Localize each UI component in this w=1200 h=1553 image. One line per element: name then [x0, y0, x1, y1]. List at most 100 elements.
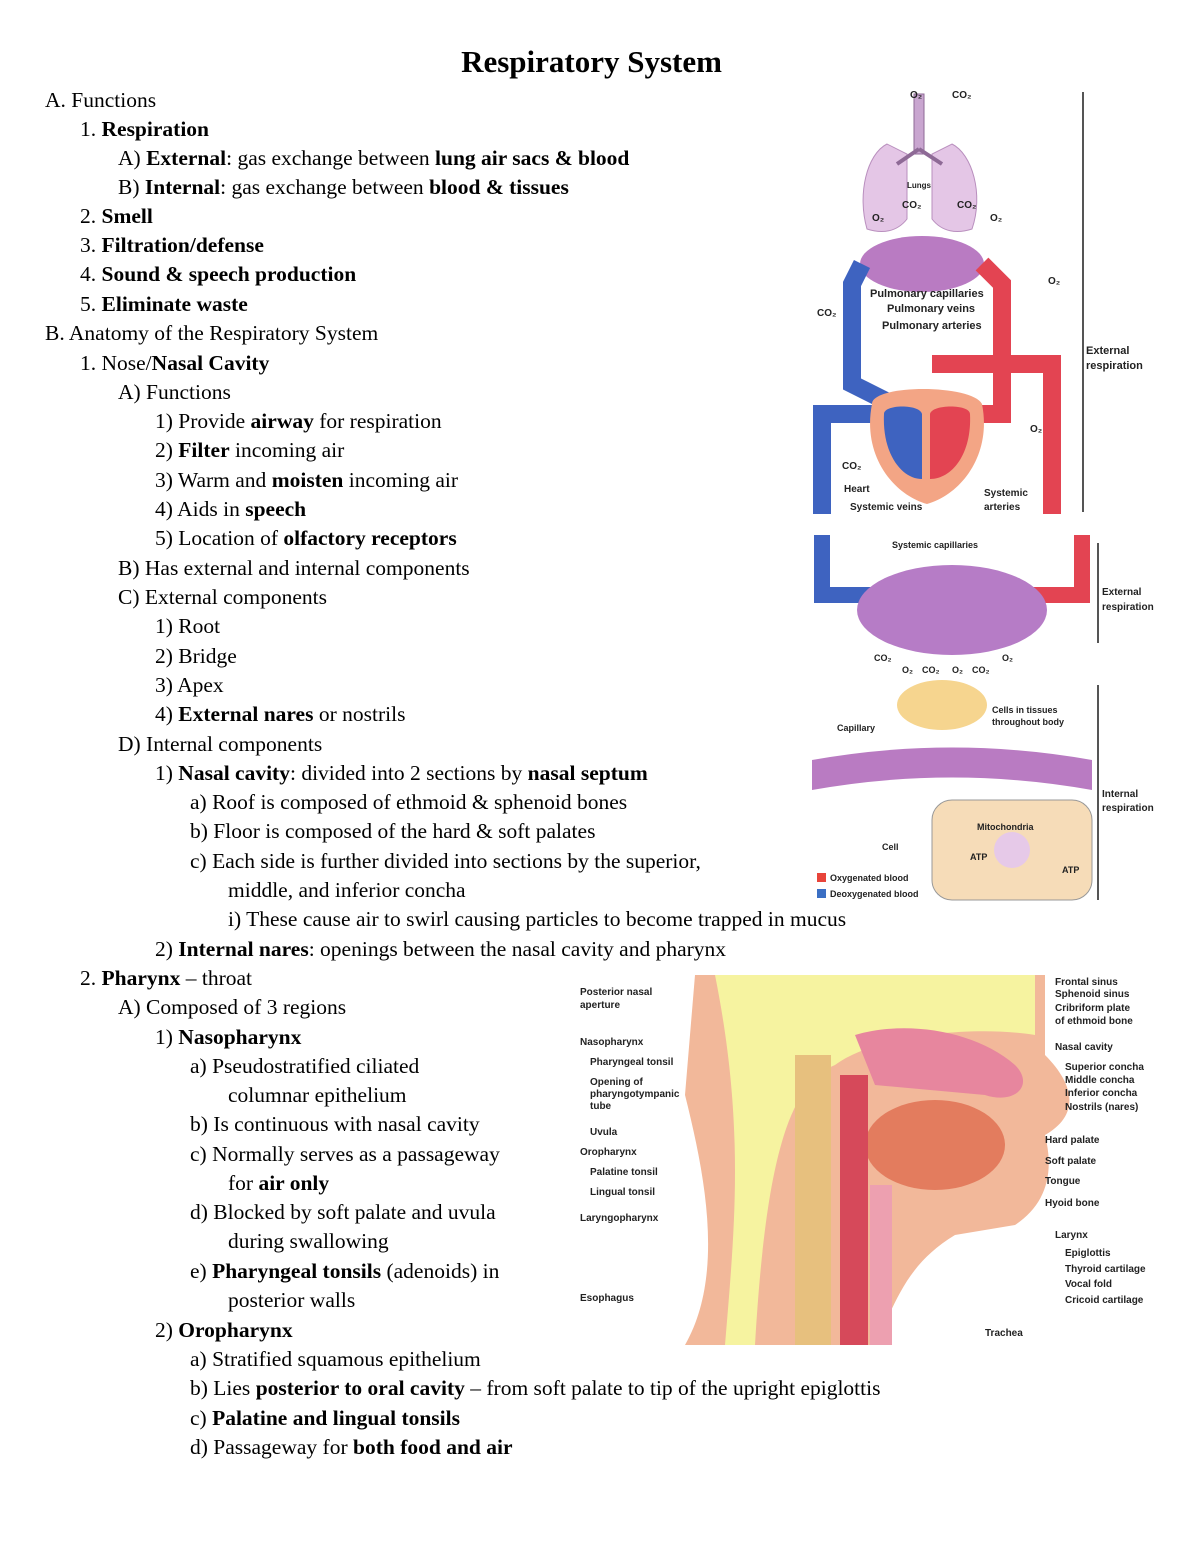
text-segment: middle, and inferior concha	[228, 878, 466, 902]
outline-item: 1) Nasopharynx	[155, 1023, 301, 1052]
text-segment: B)	[118, 175, 145, 199]
tissue-cells	[897, 680, 987, 730]
text-segment: a) Stratified squamous epithelium	[190, 1347, 481, 1371]
trachea	[870, 1185, 892, 1345]
anatomy-label: aperture	[580, 1000, 620, 1011]
label-co2-right: CO₂	[957, 200, 976, 211]
text-segment: C) External components	[118, 585, 327, 609]
text-segment: c)	[190, 1406, 213, 1430]
outline-item: D) Internal components	[118, 730, 322, 759]
text-segment: B) Has external and internal components	[118, 556, 470, 580]
text-segment: 3.	[80, 233, 102, 257]
outline-item: d) Passageway for both food and air	[190, 1433, 513, 1462]
anatomy-label: tube	[590, 1101, 612, 1112]
outline-item: 1. Respiration	[80, 115, 209, 144]
anatomy-label: Hard palate	[1045, 1135, 1100, 1146]
anatomy-label: Cribriform plate	[1055, 1003, 1130, 1014]
anatomy-label: Opening of	[590, 1077, 643, 1088]
text-segment: A) Composed of 3 regions	[118, 995, 347, 1019]
anatomy-label: Palatine tonsil	[590, 1167, 658, 1178]
pharynx-esophagus	[840, 1075, 868, 1345]
label-cell: Cell	[882, 842, 899, 852]
label-lungs: Lungs	[907, 181, 932, 190]
anatomy-label: Lingual tonsil	[590, 1187, 655, 1198]
anatomy-label: Sphenoid sinus	[1055, 989, 1130, 1000]
anatomy-label: Nostrils (nares)	[1065, 1102, 1138, 1113]
text-segment: D) Internal components	[118, 732, 323, 756]
svg-text:throughout body: throughout body	[992, 717, 1064, 727]
outline-item: b) Floor is composed of the hard & soft …	[190, 817, 595, 846]
label-co2-left: CO₂	[902, 200, 921, 211]
legend-deoxygenated: Deoxygenated blood	[830, 889, 919, 899]
text-segment: 2.	[80, 966, 102, 990]
nasal-cavity	[855, 1028, 1024, 1098]
outline-item: d) Blocked by soft palate and uvula	[190, 1198, 496, 1227]
anatomy-label: Uvula	[590, 1127, 618, 1138]
bold-term: External nares	[178, 702, 314, 726]
label-co2-low: CO₂	[842, 461, 861, 472]
anatomy-label: Inferior concha	[1065, 1088, 1138, 1099]
text-segment: B. Anatomy of the Respiratory System	[45, 321, 379, 345]
text-segment: 5) Location of	[155, 526, 284, 550]
anatomy-label: Nasopharynx	[580, 1037, 644, 1048]
bold-term: Nasal Cavity	[151, 351, 270, 375]
text-segment: – from soft palate to tip of the upright…	[464, 1376, 881, 1400]
outline-item: C) External components	[118, 583, 327, 612]
vertebral-column	[795, 1055, 831, 1345]
text-segment: c) Normally serves as a passageway	[190, 1142, 500, 1166]
outline-item: a) Stratified squamous epithelium	[190, 1345, 481, 1374]
text-segment: b) Is continuous with nasal cavity	[190, 1112, 480, 1136]
label-capillary: Capillary	[837, 723, 875, 733]
text-segment: 1)	[155, 761, 179, 785]
label-pulmonary-capillaries: Pulmonary capillaries	[870, 288, 984, 300]
bold-term: Filter	[178, 438, 230, 462]
outline-item: 4) External nares or nostrils	[155, 700, 405, 729]
bold-term: Nasal cavity	[178, 761, 290, 785]
text-segment: 3) Warm and	[155, 468, 272, 492]
outline-item: posterior walls	[228, 1286, 355, 1315]
figure-tissue-respiration: Systemic capillaries External respiratio…	[812, 535, 1172, 905]
bold-term: Filtration/defense	[101, 233, 264, 257]
label-pulmonary-arteries: Pulmonary arteries	[882, 320, 982, 332]
outline-item: a) Pseudostratified ciliated	[190, 1052, 419, 1081]
bold-term: Smell	[101, 204, 153, 228]
text-segment: 3) Apex	[155, 673, 224, 697]
text-segment: e)	[190, 1259, 213, 1283]
text-segment: 4.	[80, 262, 102, 286]
anatomy-label: Nasal cavity	[1055, 1042, 1113, 1053]
anatomy-label: pharyngotympanic	[590, 1089, 680, 1100]
tongue	[865, 1100, 1005, 1190]
legend-oxygenated: Oxygenated blood	[830, 873, 909, 883]
outline-item: 2. Pharynx – throat	[80, 964, 252, 993]
systemic-capillaries	[857, 565, 1047, 655]
anatomy-label: Oropharynx	[580, 1147, 637, 1158]
anatomy-label: Esophagus	[580, 1293, 634, 1304]
anatomy-label: Superior concha	[1065, 1062, 1144, 1073]
outline-item: 2) Internal nares: openings between the …	[155, 935, 726, 964]
outline-item: c) Each side is further divided into sec…	[190, 847, 701, 876]
label-o2: O₂	[910, 90, 922, 101]
anatomy-label: Tongue	[1045, 1176, 1081, 1187]
svg-text:CO₂: CO₂	[874, 653, 892, 663]
text-segment: a) Roof is composed of ethmoid & sphenoi…	[190, 790, 628, 814]
outline-item: b) Lies posterior to oral cavity – from …	[190, 1374, 880, 1403]
anatomy-label: Epiglottis	[1065, 1248, 1111, 1259]
label-systemic-capillaries: Systemic capillaries	[892, 540, 978, 550]
outline-item: A) Functions	[118, 378, 231, 407]
bold-term: Nasopharynx	[178, 1025, 302, 1049]
outline-item: 4. Sound & speech production	[80, 260, 356, 289]
label-cells-in-tissues: Cells in tissues	[992, 705, 1058, 715]
text-segment: incoming air	[343, 468, 458, 492]
outline-item: B) Internal: gas exchange between blood …	[118, 173, 569, 202]
label-internal-respiration: Internal	[1102, 789, 1138, 800]
bold-term: blood & tissues	[429, 175, 569, 199]
outline-item: A) Composed of 3 regions	[118, 993, 346, 1022]
text-segment: a) Pseudostratified ciliated	[190, 1054, 420, 1078]
text-segment: 1) Provide	[155, 409, 251, 433]
bold-term: Internal nares	[178, 937, 309, 961]
outline-item: 2. Smell	[80, 202, 153, 231]
svg-text:CO₂: CO₂	[972, 665, 990, 675]
text-segment: 1. Nose/	[80, 351, 152, 375]
text-segment: 2)	[155, 1318, 179, 1342]
outline-item: A) External: gas exchange between lung a…	[118, 144, 629, 173]
